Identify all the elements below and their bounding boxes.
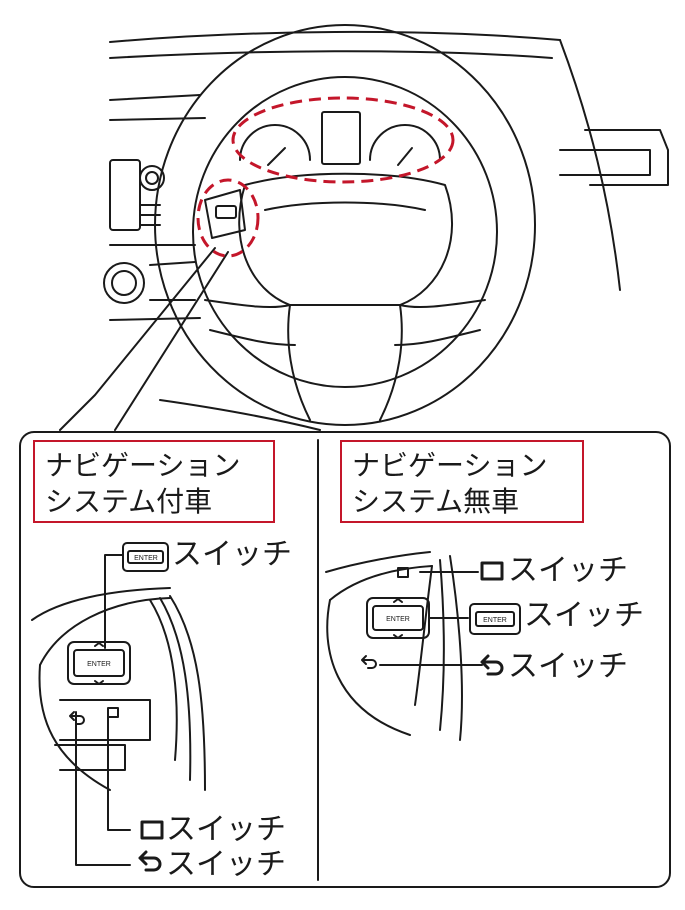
wheel-switch-location [204,189,246,239]
cluster-highlight [231,96,455,184]
back-arrow-icon [361,655,377,669]
switch-highlight [196,178,260,258]
enter-mark: ENTER [483,617,507,624]
back-arrow-icon [480,654,504,676]
right-header-line1: ナビゲーション [352,449,548,482]
left-leaders [75,554,131,866]
left-panel-header: ナビゲーション システム付車 [33,440,275,523]
square-display-icon [480,561,504,581]
center-console [103,159,196,304]
left-switch-pad [31,587,206,791]
right-panel-header: ナビゲーション システム無車 [340,440,584,523]
left-enter-switch-label: スイッチ [172,537,292,572]
enter-button-icon [122,542,169,572]
right-display-switch-label: スイッチ [508,553,628,588]
left-back-switch-label: スイッチ [166,847,286,882]
left-header-line2: システム付車 [45,485,213,518]
leader-line [59,247,229,431]
dashboard-outline [109,30,669,431]
left-header-line1: ナビゲーション [45,449,241,482]
enter-button-icon [469,603,521,635]
back-arrow-icon [69,711,85,725]
right-leaders [379,571,483,666]
instrument-cluster [239,111,441,166]
right-switch-pad [325,551,463,741]
right-back-switch-label: スイッチ [508,649,628,684]
right-enter-switch-label: スイッチ [524,598,644,633]
back-arrow-icon [138,850,162,872]
steering-wheel [154,24,536,426]
left-display-switch-label: スイッチ [166,812,286,847]
square-display-icon [140,820,164,840]
detail-panel [19,431,671,888]
enter-mark: ENTER [134,555,158,562]
square-display-icon [107,707,119,718]
enter-mark: ENTER [386,616,410,623]
right-header-line2: システム無車 [352,485,520,518]
enter-mark: ENTER [87,661,111,668]
